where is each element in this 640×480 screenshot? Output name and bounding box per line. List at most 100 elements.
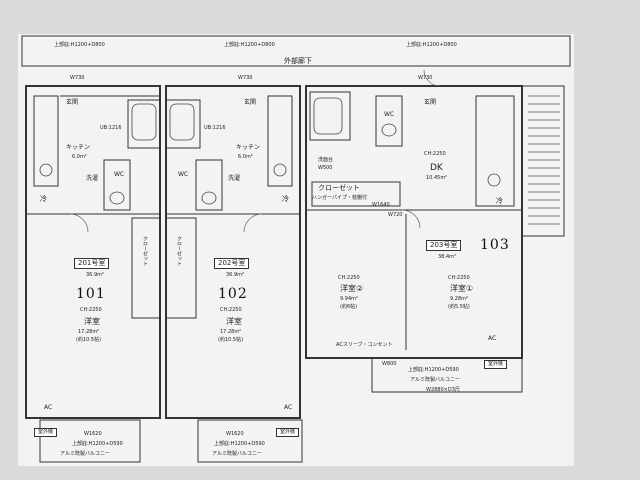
kitchen-area-201: 6.0m² xyxy=(72,154,87,160)
balcony-203-label: アルミ既製バルコニー xyxy=(410,377,460,383)
wash-201: 洗濯 xyxy=(86,175,99,182)
eave-label-202: 上部庇:H1200+D800 xyxy=(224,42,275,48)
ub-202: UB:1216 xyxy=(204,125,226,131)
wc-label-203: WC xyxy=(384,111,395,118)
ac-201: AC xyxy=(44,404,53,411)
western-area-201: 17.28m² xyxy=(78,329,100,335)
room2-203: 洋室② xyxy=(340,284,364,293)
toilet-201-icon xyxy=(109,191,125,205)
kitchen-area-202: 6.0m² xyxy=(238,154,253,160)
balcony-201 xyxy=(39,419,141,463)
western-tatami-201: (約10.5帖) xyxy=(76,337,102,343)
outdoor-unit-201: 室外機 xyxy=(34,428,58,437)
closet-202 xyxy=(165,217,197,319)
fridge-202: 冷 xyxy=(282,195,289,203)
sink-201-icon xyxy=(39,163,53,177)
room-area-203: 38.4m² xyxy=(438,254,457,260)
room-area-201: 36.9m² xyxy=(86,272,105,278)
balcony-202 xyxy=(197,419,303,463)
outdoor-unit-202: 室外機 xyxy=(276,428,300,437)
wash-202: 洗濯 xyxy=(228,175,241,182)
wash-basin-203: 洗面台 xyxy=(318,157,334,163)
kitchen-201: キッチン xyxy=(66,144,91,151)
kitchen-counter-203 xyxy=(475,95,515,207)
unit-201-outline xyxy=(25,85,161,419)
room2-ch-203: CH:2250 xyxy=(338,275,360,281)
bath-202 xyxy=(165,99,201,149)
corridor-label: 外部廊下 xyxy=(284,57,312,65)
room2-tatami-203: (約6帖) xyxy=(340,304,358,310)
room2-area-203: 9.94m² xyxy=(340,296,359,302)
bath-201 xyxy=(127,99,161,149)
eave-label-203: 上部庇:H1200+D800 xyxy=(406,42,457,48)
handwritten-201: 101 xyxy=(76,286,106,302)
unit-202-outline xyxy=(165,85,301,419)
stair-treads xyxy=(528,95,560,225)
eave-label-201: 上部庇:H1200+D800 xyxy=(54,42,105,48)
kitchen-counter-202 xyxy=(267,95,293,187)
window-bottom-202: W1620 xyxy=(226,431,244,437)
dk-ch-203: CH:2250 xyxy=(424,151,446,157)
bathtub-202-icon xyxy=(169,103,195,141)
window-label-202: W730 xyxy=(238,75,253,81)
wc-202 xyxy=(195,159,223,211)
top-balcony xyxy=(21,35,571,67)
kitchen-counter-201 xyxy=(33,95,59,187)
room-label-203: 203号室 xyxy=(426,240,462,251)
western-ch-201: CH:2250 xyxy=(80,307,102,313)
stairs xyxy=(521,85,565,237)
handwritten-202: 102 xyxy=(218,286,248,302)
wc-label-202: WC xyxy=(178,171,189,178)
window-w720-203: W720 xyxy=(388,212,403,218)
balcony-201-label: アルミ既製バルコニー xyxy=(60,451,110,457)
toilet-202-icon xyxy=(201,191,217,205)
western-ch-202: CH:2250 xyxy=(220,307,242,313)
wc-201 xyxy=(103,159,131,211)
western-201: 洋室 xyxy=(84,317,100,326)
closet-203 xyxy=(311,181,401,207)
western-area-202: 17.28m² xyxy=(220,329,242,335)
ac-203: AC xyxy=(488,335,497,342)
eave-bottom-201: 上部庇:H1200+D590 xyxy=(72,441,123,447)
closet-201 xyxy=(131,217,161,319)
closet-203-note: ハンガーパイプ・枕棚付 xyxy=(312,195,367,201)
room-area-202: 36.9m² xyxy=(226,272,245,278)
window-bottom-201: W1620 xyxy=(84,431,102,437)
balcony-203 xyxy=(371,357,523,393)
wash-basin-size-203: W500 xyxy=(318,165,333,171)
western-202: 洋室 xyxy=(226,317,242,326)
bathtub-203-icon xyxy=(313,97,343,135)
room1-203: 洋室① xyxy=(450,284,474,293)
window-label-201: W730 xyxy=(70,75,85,81)
unit-203-outline xyxy=(305,85,523,359)
room1-ch-203: CH:2250 xyxy=(448,275,470,281)
window-w800-203: W800 xyxy=(382,361,397,367)
balcony-203-size: W2880×D3尺 xyxy=(426,387,460,393)
dk-203: DK xyxy=(430,163,443,173)
bath-203 xyxy=(309,91,351,141)
closet-203-label: クローゼット xyxy=(318,184,360,192)
entrance-201: 玄関 xyxy=(66,99,79,106)
paper-sheet xyxy=(18,34,574,466)
eave-bottom-203: 上部庇:H1200+D590 xyxy=(408,367,459,373)
room1-area-203: 9.28m² xyxy=(450,296,469,302)
room-label-201: 201号室 xyxy=(74,258,110,269)
western-tatami-202: (約10.5帖) xyxy=(218,337,244,343)
wc-label-201: WC xyxy=(114,171,125,178)
entrance-203: 玄関 xyxy=(424,99,437,106)
wc-203 xyxy=(375,95,403,147)
outdoor-unit-203: 室外機 xyxy=(484,360,508,369)
closet-202-label: クローゼット xyxy=(176,236,182,266)
ac-outlet-203: ACスリーブ・コンセント xyxy=(336,342,393,348)
closet-201-label: クローゼット xyxy=(142,236,148,266)
fridge-201: 冷 xyxy=(40,195,47,203)
sink-202-icon xyxy=(273,163,287,177)
balcony-202-label: アルミ既製バルコニー xyxy=(212,451,262,457)
dk-area-203: 10.45m² xyxy=(426,175,448,181)
ub-201: UB:1216 xyxy=(100,125,122,131)
door-swings xyxy=(69,69,441,233)
bathtub-201-icon xyxy=(131,103,157,141)
eave-bottom-202: 上部庇:H1200+D590 xyxy=(214,441,265,447)
window-w1640-203: W1640 xyxy=(372,202,390,208)
toilet-203-icon xyxy=(381,123,397,137)
